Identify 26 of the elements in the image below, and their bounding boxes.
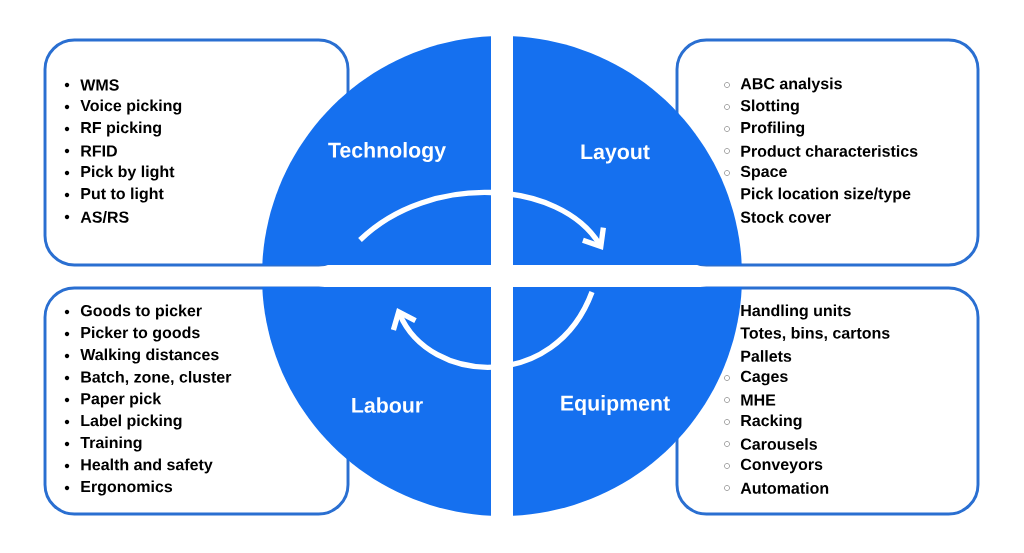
- curved-arrow: [390, 290, 595, 370]
- list-item: Put to light: [64, 187, 164, 203]
- list-item: Label picking: [64, 414, 182, 430]
- list-item: Walking distances: [64, 348, 219, 364]
- list-item: Handling units: [741, 304, 851, 320]
- list-item: Pick location size/type: [741, 187, 911, 203]
- list-item: Pallets: [741, 350, 792, 362]
- quadrant: Technology: [262, 36, 491, 265]
- list-item: Paper pick: [64, 392, 162, 408]
- list-item: Batch, zone, cluster: [64, 370, 232, 385]
- list-item: Voice picking: [64, 99, 182, 115]
- list-item: RFID: [64, 145, 117, 157]
- curved-arrow: [358, 189, 606, 250]
- list-item: Picker to goods: [64, 326, 200, 342]
- list-item: Health and safety: [64, 458, 213, 474]
- list-item: Ergonomics: [64, 480, 173, 496]
- list-item: AS/RS: [64, 211, 129, 223]
- list-item: Training: [64, 436, 142, 452]
- list-item: WMS: [64, 79, 119, 91]
- list-item: RF picking: [64, 121, 161, 137]
- list-item: Goods to picker: [64, 304, 202, 320]
- list-item: Totes, bins, cartons: [740, 326, 890, 341]
- list-item: Stock cover: [740, 211, 831, 223]
- quadrant: Labour: [262, 287, 491, 516]
- list-item: Pick by light: [64, 165, 175, 181]
- quadrant: Layout: [513, 36, 742, 265]
